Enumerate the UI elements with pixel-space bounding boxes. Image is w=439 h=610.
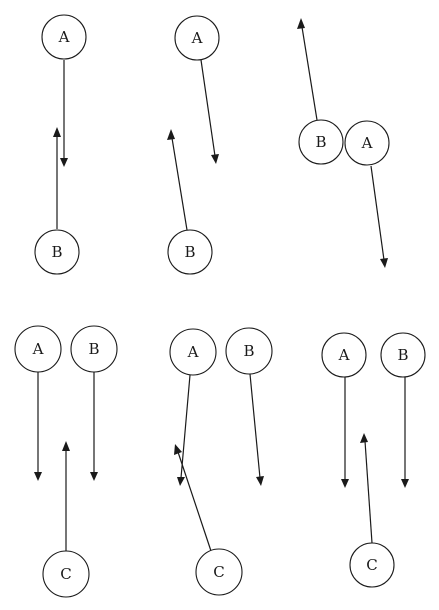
ball-label: C — [60, 565, 71, 583]
panel-bottom-2: A B C — [169, 327, 273, 596]
panel-bottom-1: A B C — [14, 325, 118, 598]
velocity-arrow-c — [177, 451, 212, 552]
ball-label: B — [397, 346, 408, 364]
arrowhead — [167, 129, 175, 140]
ball-b: B — [225, 327, 273, 375]
arrowhead — [256, 476, 264, 486]
ball-a: A — [169, 328, 217, 376]
ball-b: B — [70, 325, 118, 373]
arrowhead — [90, 472, 98, 481]
arrowhead — [211, 154, 219, 164]
velocity-arrow-a — [180, 374, 191, 479]
ball-c: C — [195, 548, 243, 596]
ball-c: C — [42, 550, 90, 598]
ball-a: A — [344, 120, 390, 166]
ball-b: B — [167, 229, 213, 275]
ball-label: C — [213, 563, 224, 581]
panel-top-2: A B — [167, 15, 220, 275]
ball-label: A — [191, 29, 203, 47]
arrowhead — [401, 479, 409, 488]
panel-top-1: A B — [34, 14, 87, 275]
ball-label: A — [58, 28, 70, 46]
ball-label: C — [366, 556, 377, 574]
panel-top-3: B A — [297, 18, 390, 268]
arrowhead — [341, 479, 349, 488]
ball-b: B — [298, 119, 344, 165]
arrowhead — [53, 127, 61, 137]
arrowhead — [177, 477, 185, 486]
ball-label: A — [32, 340, 44, 358]
ball-c: C — [349, 542, 395, 588]
ball-a: A — [41, 14, 87, 60]
velocity-arrow-b — [171, 137, 188, 231]
arrowhead — [62, 441, 70, 451]
ball-b: B — [34, 229, 80, 275]
ball-a: A — [321, 332, 367, 378]
velocity-arrow-b — [301, 26, 318, 121]
ball-label: B — [243, 342, 254, 360]
arrowhead — [297, 18, 305, 29]
panel-bottom-3: A B C — [321, 332, 426, 588]
ball-label: A — [361, 134, 373, 152]
ball-label: B — [184, 243, 195, 261]
ball-label: A — [338, 346, 350, 364]
arrowhead — [60, 158, 68, 167]
velocity-arrow-b — [249, 373, 261, 479]
ball-b: B — [380, 332, 426, 378]
velocity-arrow-a — [370, 165, 385, 261]
ball-label: B — [51, 243, 62, 261]
arrowhead — [34, 472, 42, 481]
arrowhead — [174, 444, 182, 455]
ball-a: A — [174, 15, 220, 61]
ball-a: A — [14, 325, 62, 373]
velocity-arrow-c — [364, 440, 373, 544]
velocity-arrow-a — [200, 59, 216, 157]
ball-label: A — [187, 343, 199, 361]
arrowhead — [380, 258, 388, 268]
ball-label: B — [88, 340, 99, 358]
arrowhead — [360, 433, 368, 443]
ball-label: B — [315, 133, 326, 151]
